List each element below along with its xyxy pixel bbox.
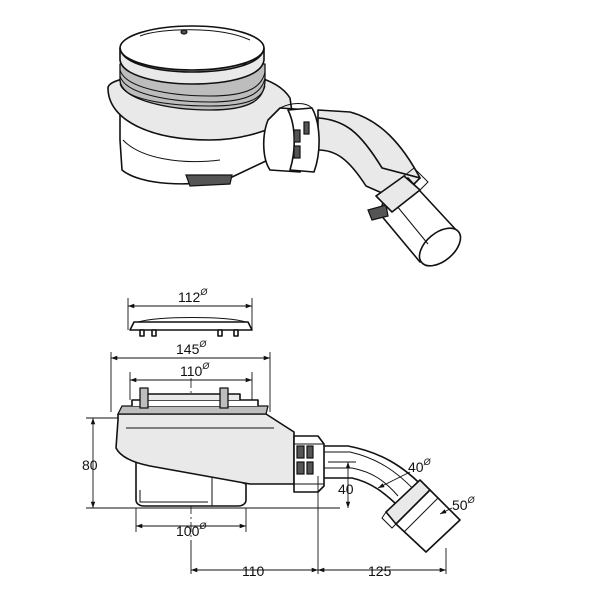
leader-40-diameter (377, 471, 411, 489)
dimension-lines (90, 303, 453, 573)
outlet-sleeve (381, 479, 461, 553)
dim-label-80: 80 (82, 457, 98, 473)
dim-label-110-center: 110 (242, 563, 265, 579)
section-view: 112Ø 145Ø 110Ø 80 40 100Ø 110 125 40Ø 50… (82, 287, 476, 579)
dim-label-40-height: 40 (338, 481, 354, 497)
perspective-drain-body (107, 25, 293, 187)
dim-label-112: 112Ø (178, 287, 208, 305)
perspective-union-nut (262, 103, 320, 173)
dim-label-50-diameter: 50Ø (452, 495, 476, 513)
dim-label-100: 100Ø (176, 521, 207, 539)
top-cover (129, 317, 253, 337)
dim-label-110-ring: 110Ø (180, 361, 210, 379)
union-nut (293, 435, 325, 493)
leader-50-diameter (439, 507, 453, 515)
drain-body (115, 387, 295, 507)
dim-label-40-diameter: 40Ø (408, 457, 432, 475)
perspective-outlet-pipe (317, 109, 462, 267)
extension-lines (86, 298, 447, 574)
perspective-view (107, 25, 462, 267)
dim-label-145: 145Ø (176, 339, 207, 357)
dim-label-125: 125 (368, 563, 392, 579)
dimension-labels: 112Ø 145Ø 110Ø 80 40 100Ø 110 125 40Ø 50… (82, 287, 476, 579)
